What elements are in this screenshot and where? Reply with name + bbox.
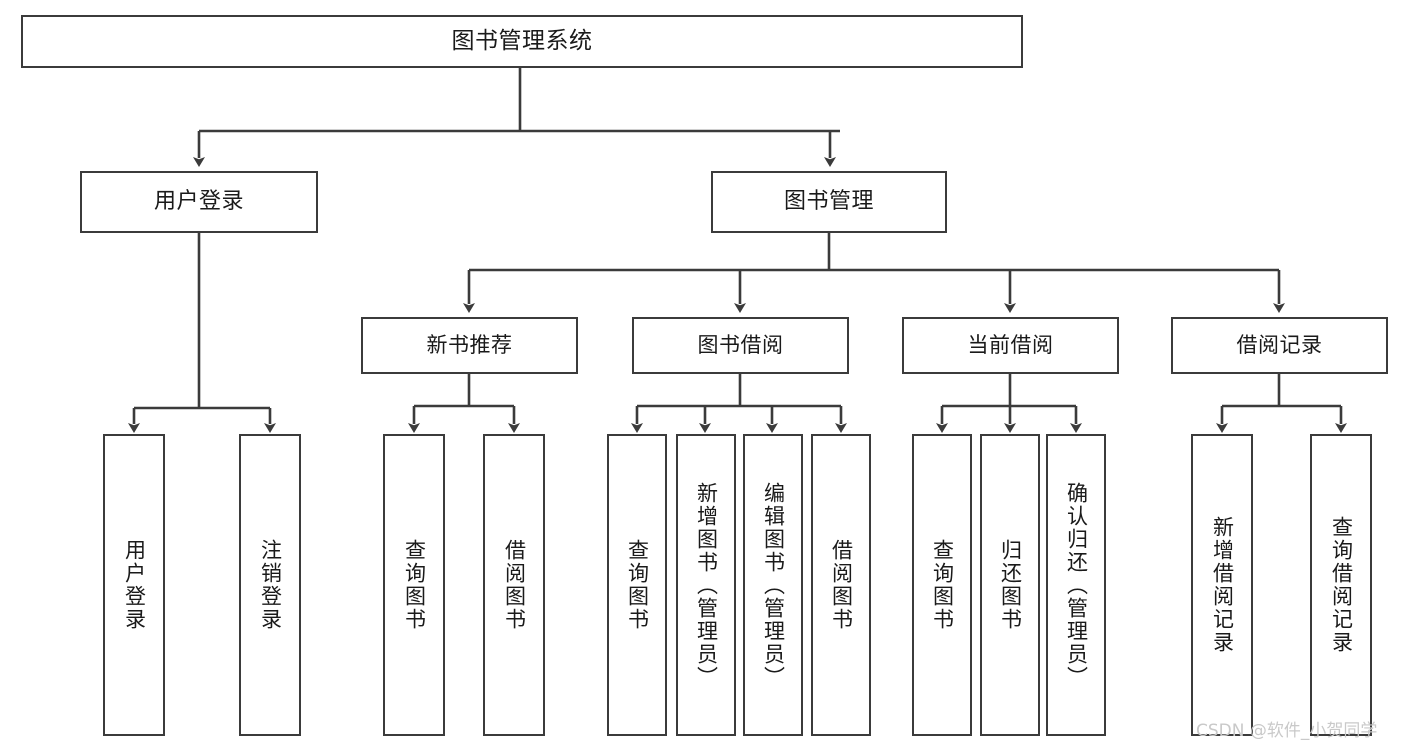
- node-leaf-add-record[interactable]: 新增借阅记录: [1191, 434, 1253, 736]
- node-leaf-user-login-label: 用户登录: [122, 539, 147, 631]
- node-leaf-edit-book-label: 编辑图书（管理员）: [761, 481, 786, 689]
- node-current-borrow[interactable]: 当前借阅: [902, 317, 1119, 374]
- node-leaf-query-book-a-label: 查询图书: [402, 539, 427, 631]
- node-leaf-return-book[interactable]: 归还图书: [980, 434, 1040, 736]
- node-leaf-query-book-b[interactable]: 查询图书: [607, 434, 667, 736]
- node-book-borrow-label: 图书借阅: [697, 333, 784, 358]
- node-leaf-query-record[interactable]: 查询借阅记录: [1310, 434, 1372, 736]
- node-leaf-add-record-label: 新增借阅记录: [1210, 516, 1235, 654]
- node-leaf-query-book-a[interactable]: 查询图书: [383, 434, 445, 736]
- node-leaf-borrow-book-a[interactable]: 借阅图书: [483, 434, 545, 736]
- node-leaf-logout-label: 注销登录: [258, 539, 283, 631]
- node-book-borrow[interactable]: 图书借阅: [632, 317, 849, 374]
- node-book-manage-label: 图书管理: [783, 189, 874, 215]
- node-root[interactable]: 图书管理系统: [21, 15, 1023, 68]
- node-leaf-add-book-label: 新增图书（管理员）: [694, 481, 719, 689]
- node-new-book-rec-label: 新书推荐: [426, 333, 513, 358]
- node-leaf-logout[interactable]: 注销登录: [239, 434, 301, 736]
- node-root-label: 图书管理系统: [451, 27, 593, 54]
- node-leaf-borrow-book-b-label: 借阅图书: [829, 539, 854, 631]
- node-leaf-query-book-c[interactable]: 查询图书: [912, 434, 972, 736]
- node-leaf-query-book-c-label: 查询图书: [930, 539, 955, 631]
- node-leaf-edit-book[interactable]: 编辑图书（管理员）: [743, 434, 803, 736]
- node-user-login-label: 用户登录: [153, 189, 244, 215]
- node-new-book-rec[interactable]: 新书推荐: [361, 317, 578, 374]
- node-leaf-borrow-book-b[interactable]: 借阅图书: [811, 434, 871, 736]
- node-leaf-return-book-label: 归还图书: [998, 539, 1023, 631]
- node-leaf-query-record-label: 查询借阅记录: [1329, 516, 1354, 654]
- node-leaf-borrow-book-a-label: 借阅图书: [502, 539, 527, 631]
- node-leaf-confirm-return-label: 确认归还（管理员）: [1064, 481, 1089, 689]
- node-leaf-query-book-b-label: 查询图书: [625, 539, 650, 631]
- node-leaf-user-login[interactable]: 用户登录: [103, 434, 165, 736]
- node-borrow-record-label: 借阅记录: [1236, 333, 1323, 358]
- node-leaf-add-book[interactable]: 新增图书（管理员）: [676, 434, 736, 736]
- node-book-manage[interactable]: 图书管理: [711, 171, 947, 233]
- node-leaf-confirm-return[interactable]: 确认归还（管理员）: [1046, 434, 1106, 736]
- node-user-login[interactable]: 用户登录: [80, 171, 318, 233]
- node-borrow-record[interactable]: 借阅记录: [1171, 317, 1388, 374]
- node-current-borrow-label: 当前借阅: [967, 333, 1054, 358]
